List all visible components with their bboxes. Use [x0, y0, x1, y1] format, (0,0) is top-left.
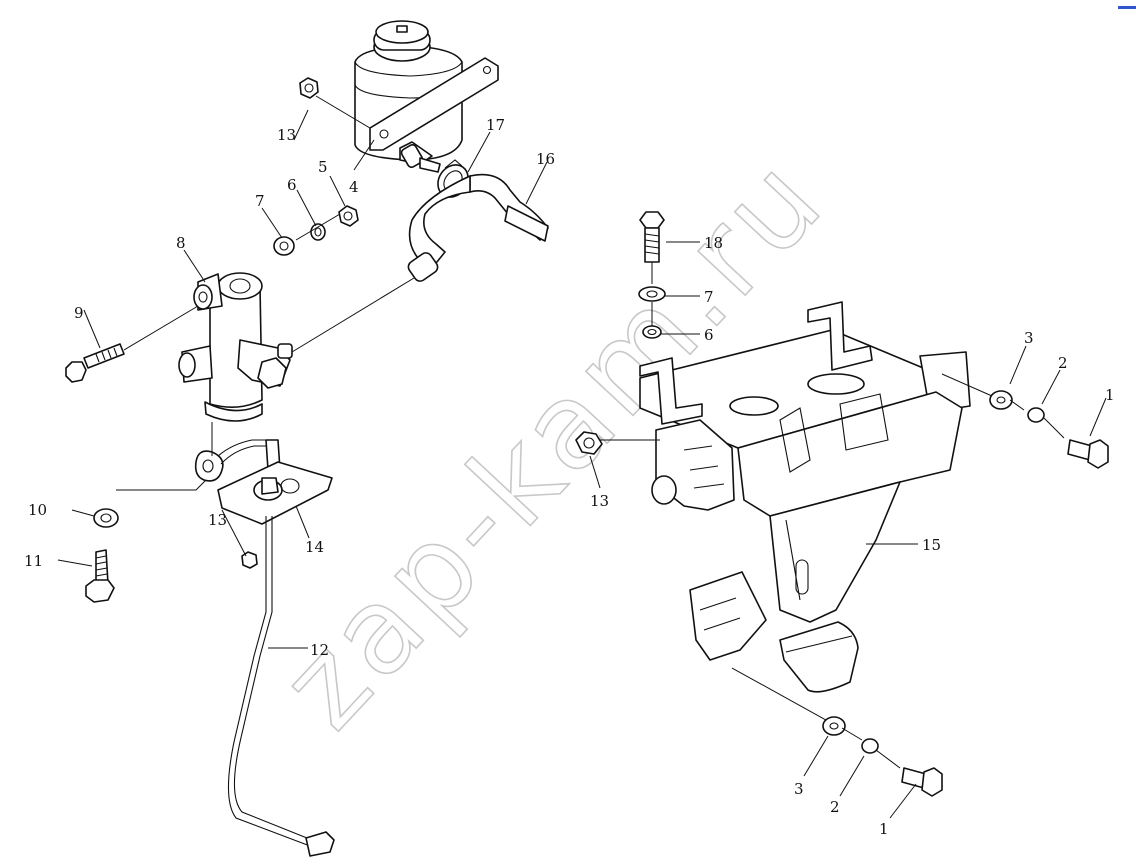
callout-13-top: 13 — [277, 126, 296, 144]
nut-right — [575, 431, 603, 455]
callout-4: 4 — [349, 178, 359, 196]
nut-lower-left — [241, 551, 258, 569]
hydraulic-line — [227, 516, 335, 857]
callout-1-lower: 1 — [879, 820, 889, 838]
callout-5: 5 — [318, 158, 328, 176]
callout-17: 17 — [486, 116, 505, 134]
bolt-long — [65, 343, 125, 383]
nut-washer-stack — [273, 205, 359, 256]
callout-7-left: 7 — [255, 192, 265, 210]
leader-lines — [57, 95, 1107, 819]
corner-mark — [1118, 6, 1136, 9]
callout-3-lower: 3 — [794, 780, 804, 798]
callout-6-right: 6 — [704, 326, 714, 344]
callout-16: 16 — [536, 150, 555, 168]
washer-upper-right — [989, 390, 1013, 410]
callout-12: 12 — [310, 641, 329, 659]
bolt-vertical — [639, 211, 665, 263]
lock-washer-upper-right — [1027, 407, 1045, 423]
callout-18: 18 — [704, 234, 723, 252]
callout-14: 14 — [305, 538, 324, 556]
callout-13-lower-left: 13 — [208, 511, 227, 529]
bolt-upper-right — [1067, 439, 1109, 469]
line-bracket-plate — [217, 461, 333, 525]
lock-washer-lower — [861, 738, 879, 754]
banjo-bolt — [85, 549, 115, 603]
callout-10: 10 — [28, 501, 47, 519]
fluid-reservoir — [354, 20, 499, 173]
clutch-master-cylinder — [178, 272, 293, 422]
callout-13-right: 13 — [590, 492, 609, 510]
callout-6-left: 6 — [287, 176, 297, 194]
callout-7-right: 7 — [704, 288, 714, 306]
nut-top — [299, 77, 319, 99]
bolt-lower — [901, 767, 943, 797]
callout-8: 8 — [176, 234, 186, 252]
washer-right-upper — [638, 286, 666, 302]
callout-1-upper: 1 — [1105, 386, 1115, 404]
washer-banjo — [93, 508, 119, 528]
pedal-bracket-assembly — [639, 301, 971, 693]
lock-washer-right-upper — [642, 325, 662, 339]
callout-15: 15 — [922, 536, 941, 554]
callout-11: 11 — [24, 552, 43, 570]
supply-hose — [407, 173, 549, 282]
callout-3-upper: 3 — [1024, 329, 1034, 347]
callout-labels: 13 4 5 6 7 8 9 17 16 10 11 13 14 12 18 7… — [24, 116, 1115, 838]
washer-lower — [822, 716, 846, 736]
callout-2-upper: 2 — [1058, 354, 1068, 372]
callout-9: 9 — [74, 304, 84, 322]
callout-2-lower: 2 — [830, 798, 840, 816]
